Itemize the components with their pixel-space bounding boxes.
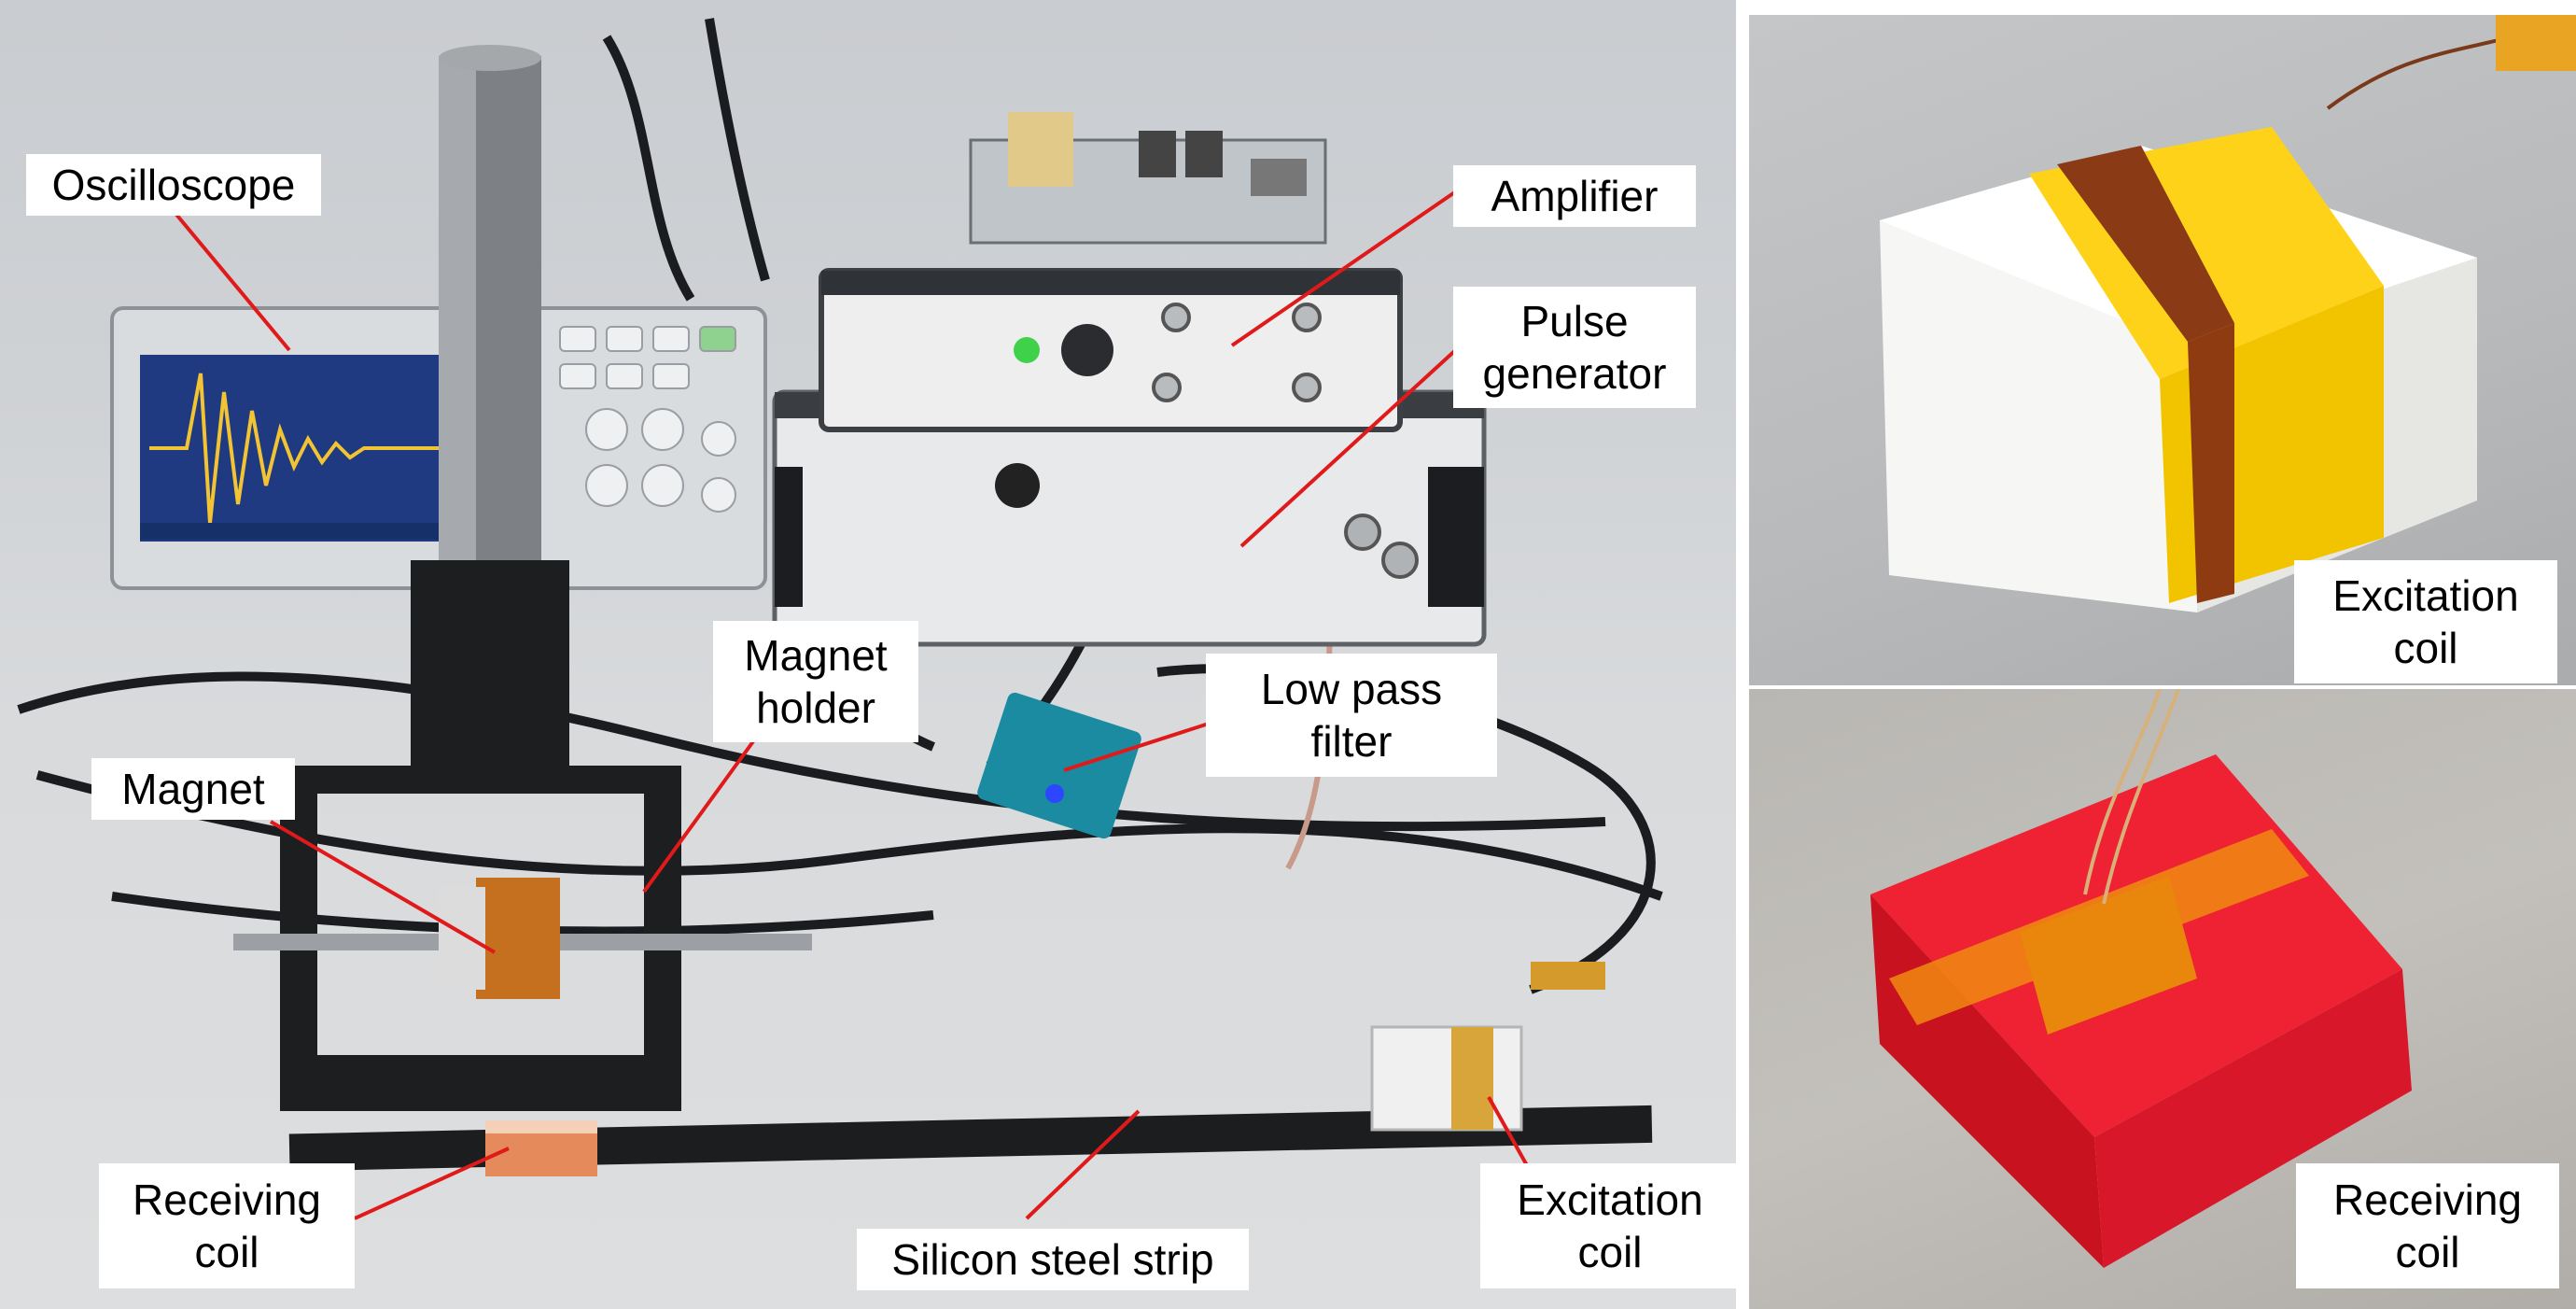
right-receiving-coil-label: Receiving coil (2296, 1163, 2559, 1288)
amplifier-label: Amplifier (1453, 165, 1696, 227)
magnet-leader-line (269, 820, 497, 954)
excitation-coil-closeup-illustration (1880, 15, 2576, 612)
pulse-generator-leader-line (1239, 344, 1463, 548)
receiving-coil-label-line2: coil (194, 1228, 259, 1276)
excitation-coil-label-line2: coil (1577, 1228, 1643, 1276)
low-pass-filter-label-line1: Low pass (1260, 665, 1443, 713)
silicon-steel-strip-device (288, 1105, 1653, 1172)
circuit-board (969, 112, 1327, 245)
receiving-coil-label-line1: Receiving (133, 1175, 321, 1224)
receiving-coil-device (485, 1120, 597, 1176)
silicon-steel-strip-leader-line (1025, 1109, 1141, 1220)
pulse-generator-label-line2: generator (1482, 349, 1667, 398)
right-excitation-coil-label: Excitation coil (2294, 560, 2557, 683)
magnet-holder-device (233, 45, 812, 1111)
magnet-label-text: Magnet (121, 765, 265, 813)
excitation-coil-label-line1: Excitation (1517, 1175, 1703, 1224)
magnet-label: Magnet (91, 758, 295, 820)
magnet-holder-label: Magnet holder (713, 621, 918, 742)
pulse-generator-label-line1: Pulse (1520, 297, 1629, 345)
excitation-coil-closeup-photo (1749, 15, 2576, 685)
receiving-coil-leader-line (354, 1147, 510, 1220)
right-excitation-coil-label-line2: coil (2393, 624, 2458, 672)
silicon-steel-strip-label: Silicon steel strip (857, 1229, 1249, 1290)
right-excitation-coil-label-line1: Excitation (2332, 571, 2519, 620)
magnet-holder-label-line1: Magnet (744, 631, 888, 680)
pulse-generator-label: Pulse generator (1453, 287, 1696, 408)
magnet-holder-label-line2: holder (756, 683, 875, 732)
silicon-steel-strip-label-text: Silicon steel strip (891, 1235, 1214, 1284)
oscilloscope-leader-line (171, 208, 291, 352)
setup-illustration (17, 18, 1663, 1176)
oscilloscope-label: Oscilloscope (26, 154, 321, 216)
main-setup-photo (0, 0, 1736, 1309)
amplifier-device (819, 268, 1403, 432)
excitation-coil-label: Excitation coil (1480, 1163, 1740, 1288)
oscilloscope-label-text: Oscilloscope (51, 161, 296, 209)
right-receiving-coil-label-line1: Receiving (2333, 1175, 2522, 1224)
low-pass-filter-label-line2: filter (1310, 717, 1393, 766)
low-pass-filter-device (977, 692, 1141, 839)
low-pass-filter-label: Low pass filter (1206, 654, 1497, 777)
magnet-holder-leader-line (642, 736, 758, 894)
low-pass-filter-leader-line (1063, 722, 1210, 772)
amplifier-leader-line (1230, 190, 1458, 347)
right-receiving-coil-label-line2: coil (2395, 1228, 2460, 1276)
receiving-coil-closeup-illustration (1870, 689, 2412, 1268)
amplifier-label-text: Amplifier (1491, 172, 1659, 220)
receiving-coil-label: Receiving coil (99, 1163, 355, 1288)
